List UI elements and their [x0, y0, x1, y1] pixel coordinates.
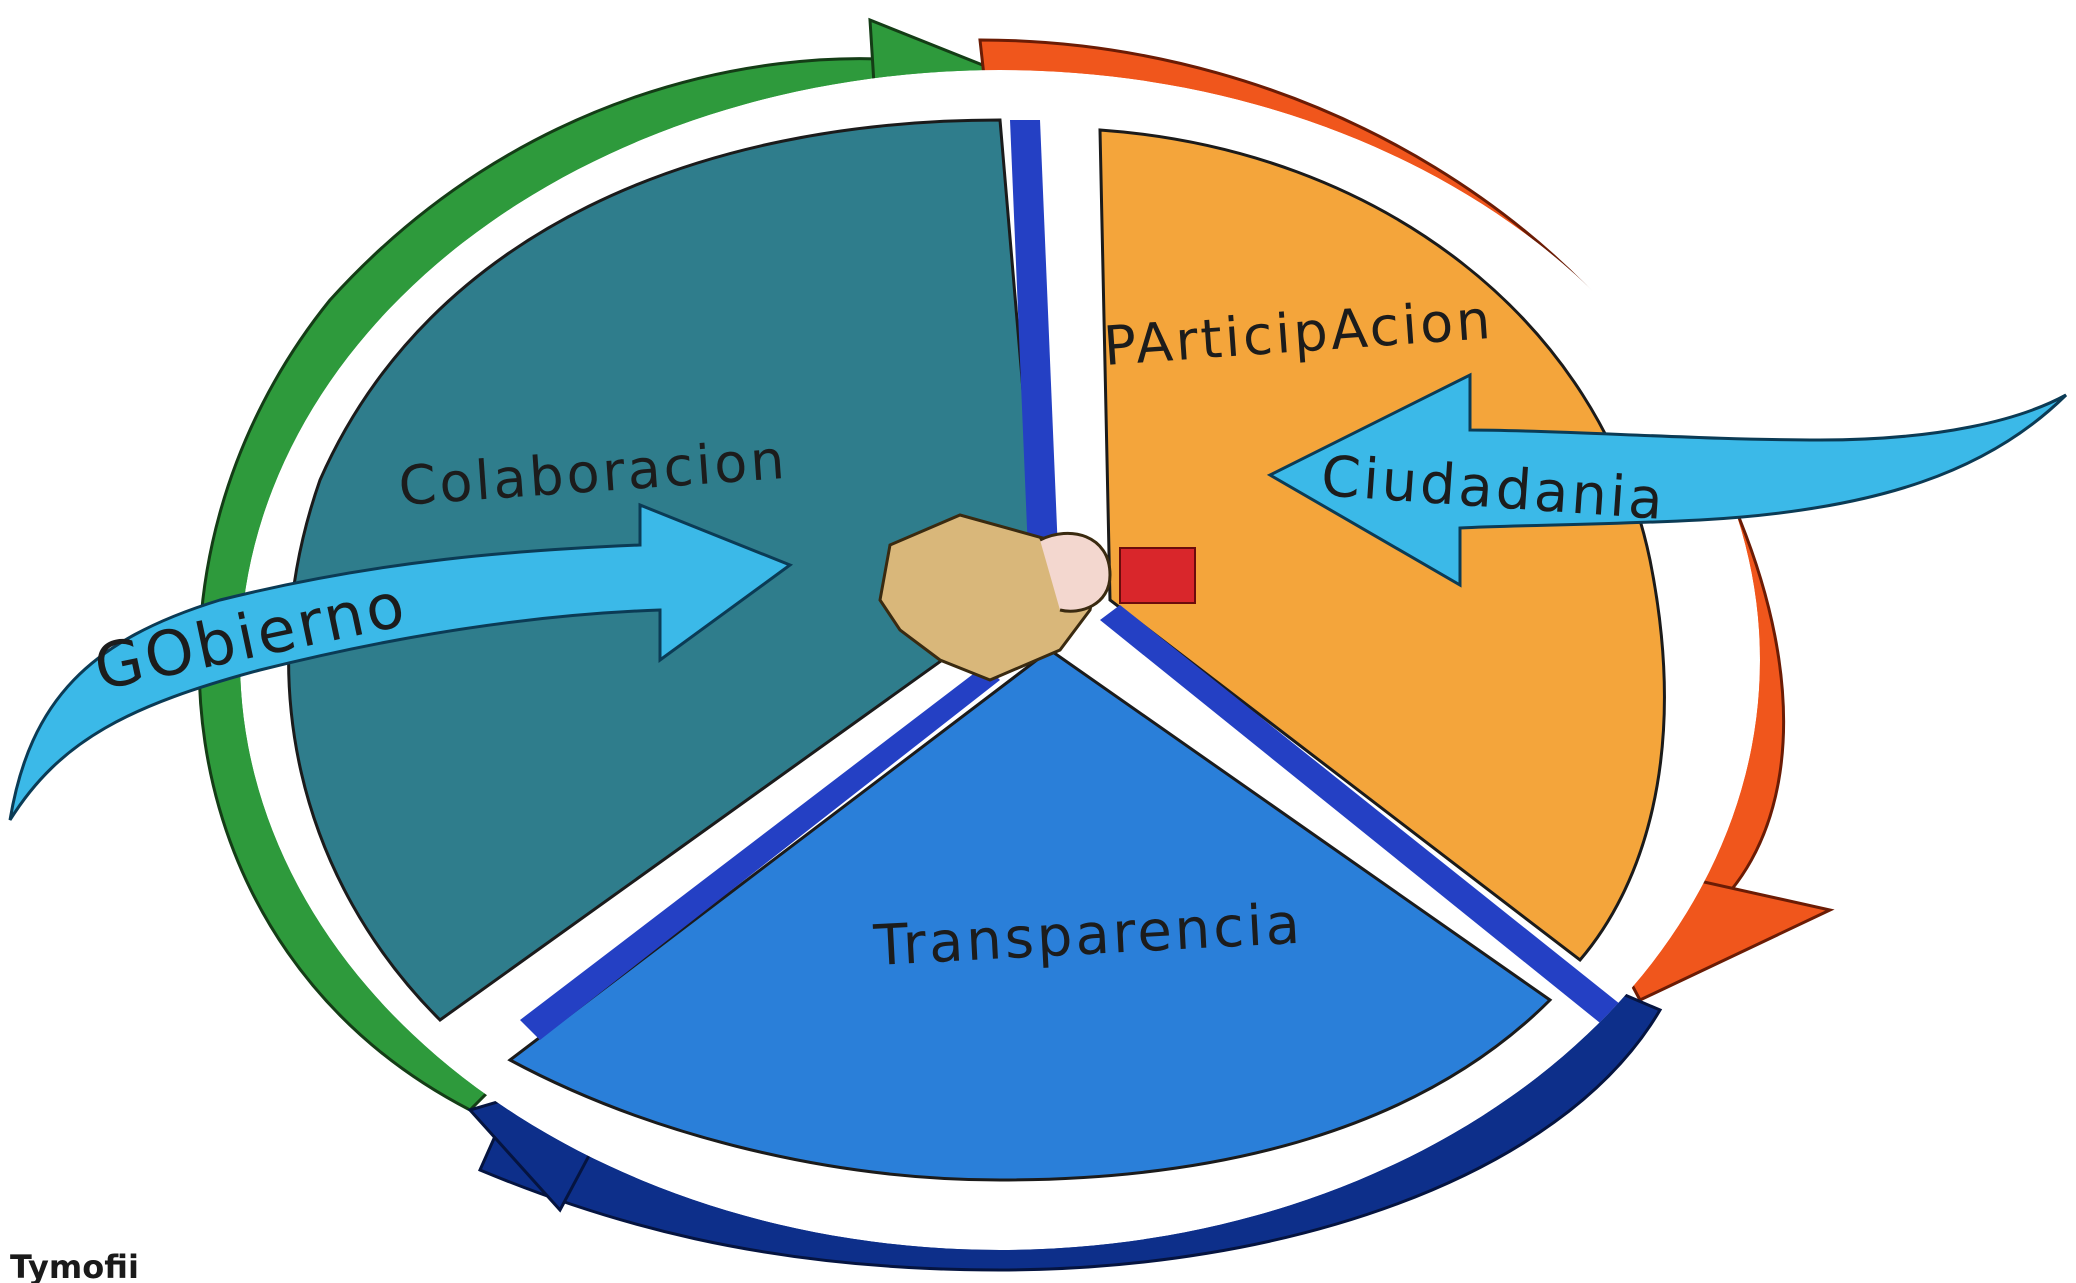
actor-arrows — [8, 372, 2068, 821]
author-credit: Tymofii — [10, 1248, 139, 1283]
section-transparencia — [507, 648, 1553, 1182]
inner-disc — [240, 70, 1760, 1250]
divider-right — [1100, 605, 1640, 1035]
divider-top — [1010, 120, 1060, 600]
handshake-icon — [878, 513, 1196, 682]
ciudadania-arrow — [1266, 372, 2068, 588]
divider-left — [520, 665, 1000, 1040]
gobierno-arrow — [8, 502, 794, 821]
